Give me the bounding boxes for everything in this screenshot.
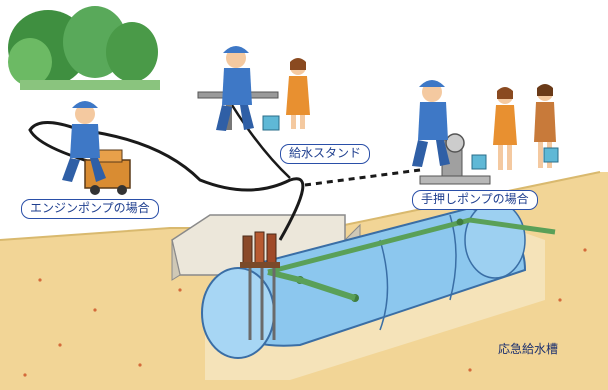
hand-pump-line: [304, 168, 421, 187]
worker-engine: [62, 101, 106, 182]
worker-stand: [216, 46, 254, 131]
pipe: [267, 217, 556, 302]
engine-pump: [84, 149, 131, 195]
trees: [8, 6, 160, 90]
valve-assembly: [240, 231, 280, 340]
woman-hand-pump-1: [493, 87, 517, 170]
hose-engine: [28, 121, 305, 241]
hand-pump-label: 手押しポンプの場合: [412, 190, 538, 210]
water-stand-label: 給水スタンド: [280, 144, 371, 164]
water-tank-label: 応急給水槽: [498, 342, 559, 356]
woman-stand: [286, 58, 310, 129]
worker-hand-pump: [412, 80, 450, 167]
hose-stand: [228, 101, 291, 179]
engine-pump-label: エンジンポンプの場合: [21, 199, 159, 219]
woman-hand-pump-2: [534, 84, 559, 168]
hand-pump: [419, 133, 491, 185]
